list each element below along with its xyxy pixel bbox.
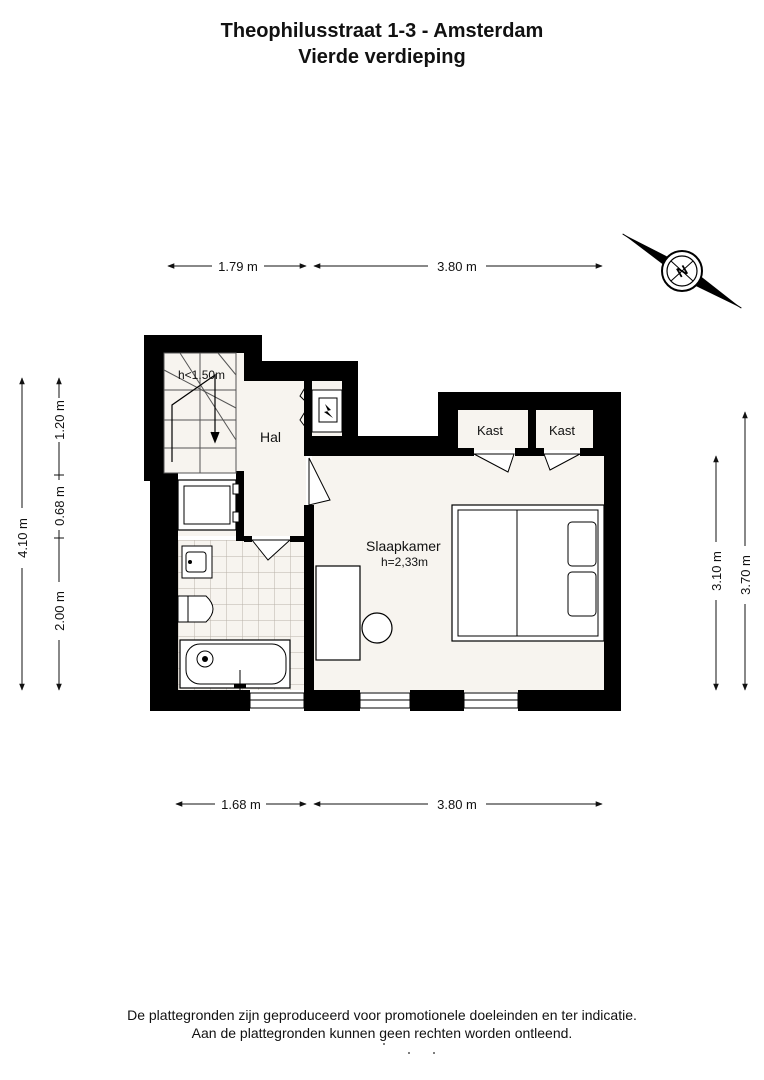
compass-icon: N xyxy=(622,233,742,309)
walls xyxy=(144,335,621,711)
bathroom-door xyxy=(250,539,292,561)
windows xyxy=(249,692,519,709)
floor-name: Vierde verdieping xyxy=(298,46,466,68)
dim-left-lower: 2.00 m xyxy=(52,591,67,631)
room-label-slaapkamer: Slaapkamer xyxy=(366,538,441,554)
dim-right-inner: 3.10 m xyxy=(709,551,724,591)
dim-left-total: 4.10 m xyxy=(15,518,30,558)
page-marks xyxy=(383,1043,435,1054)
desk xyxy=(315,565,361,661)
dim-left-middle: 0.68 m xyxy=(52,486,67,526)
dim-top-left: 1.79 m xyxy=(218,259,258,274)
room-label-kast-2: Kast xyxy=(549,423,575,438)
dimension-labels: 1.79 m 3.80 m 1.68 m 3.80 m 4.10 m 1.20 … xyxy=(15,259,753,812)
shower xyxy=(177,479,244,531)
disclaimer-line-2: Aan de plattegronden kunnen geen rechten… xyxy=(191,1025,573,1041)
kast-doors xyxy=(473,453,581,473)
sink xyxy=(181,545,213,579)
disclaimer-line-1: De plattegronden zijn geproduceerd voor … xyxy=(127,1007,637,1023)
room-height-slaapkamer: h=2,33m xyxy=(381,555,428,569)
bathtub xyxy=(179,639,291,690)
staircase xyxy=(163,352,237,474)
double-bed xyxy=(451,504,605,642)
dim-top-right: 3.80 m xyxy=(437,259,477,274)
dim-right-outer: 3.70 m xyxy=(738,555,753,595)
desk-chair xyxy=(361,612,393,644)
dimension-lines xyxy=(19,263,748,807)
dim-bottom-right: 3.80 m xyxy=(437,797,477,812)
room-label-hal: Hal xyxy=(260,429,281,445)
toilet xyxy=(177,595,214,623)
bedroom-door xyxy=(308,457,331,506)
stair-height-label: h<1.50m xyxy=(178,368,225,382)
dim-bottom-left: 1.68 m xyxy=(221,797,261,812)
plan-title: Theophilusstraat 1-3 - Amsterdam xyxy=(220,20,544,42)
dim-left-upper: 1.20 m xyxy=(52,400,67,440)
cupboard-door xyxy=(299,385,307,429)
room-label-kast-1: Kast xyxy=(477,423,503,438)
